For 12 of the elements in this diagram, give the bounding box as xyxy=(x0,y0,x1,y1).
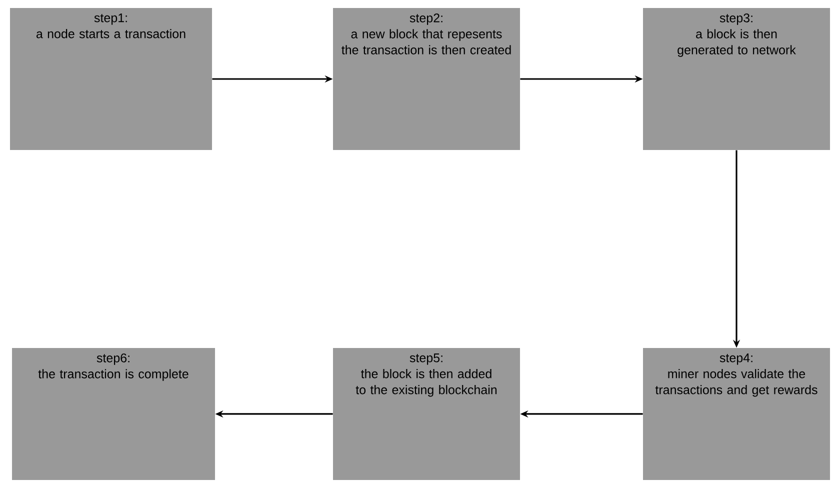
box-text: step6: the transaction is complete xyxy=(38,354,188,381)
process-box xyxy=(333,8,520,150)
process-box xyxy=(333,348,520,480)
process-box xyxy=(12,348,215,480)
process-box xyxy=(643,348,830,480)
box-text: step2: a new block that repesents the transaction is then created xyxy=(342,14,511,54)
process-box xyxy=(10,8,212,150)
box-text: step1: a node starts a transaction xyxy=(36,14,186,38)
box-text: step3: a block is then generated to network xyxy=(678,14,796,57)
box-text: step4: miner nodes validate the transactions and get rewards xyxy=(655,354,818,397)
process-box xyxy=(643,8,830,150)
box-text: step5: the block is then added to the existing blockchain xyxy=(356,354,497,397)
